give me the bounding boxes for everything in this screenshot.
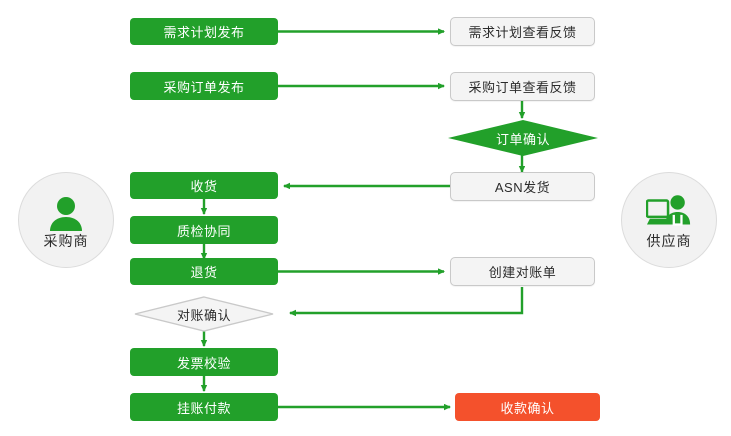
node-label: 收货	[190, 179, 218, 194]
node-demand-plan-publish[interactable]: 需求计划发布	[130, 18, 278, 45]
actor-supplier-label: 供应商	[646, 233, 692, 249]
node-asn-ship[interactable]: ASN发货	[450, 172, 595, 201]
actor-buyer[interactable]: 采购商	[18, 172, 114, 268]
node-label: 挂账付款	[176, 400, 231, 416]
node-invoice-verify[interactable]: 发票校验	[130, 348, 278, 376]
node-label: 采购订单查看反馈	[468, 80, 577, 95]
node-receipt-confirm[interactable]: 收款确认	[455, 393, 600, 421]
diamond-shape	[134, 296, 274, 332]
node-receive-goods[interactable]: 收货	[130, 172, 278, 199]
node-label: 采购订单发布	[163, 79, 245, 95]
node-statement-confirm[interactable]: 对账确认	[134, 296, 274, 332]
node-label: 创建对账单	[488, 265, 557, 280]
node-label: 发票校验	[176, 355, 231, 371]
node-return-goods[interactable]: 退货	[130, 258, 278, 285]
node-payment-posting[interactable]: 挂账付款	[130, 393, 278, 421]
node-create-statement[interactable]: 创建对账单	[450, 257, 595, 286]
node-po-publish[interactable]: 采购订单发布	[130, 72, 278, 100]
node-label: 收款确认	[500, 400, 555, 416]
node-order-confirm[interactable]: 订单确认	[448, 120, 598, 156]
node-label: ASN发货	[494, 180, 551, 195]
actor-supplier[interactable]: 供应商	[621, 172, 717, 268]
node-label: 需求计划发布	[163, 25, 245, 40]
node-label: 需求计划查看反馈	[468, 25, 577, 40]
node-label: 订单确认	[495, 131, 550, 147]
node-demand-plan-feedback[interactable]: 需求计划查看反馈	[450, 17, 595, 46]
person-icon	[43, 192, 89, 232]
edge-statement-to-confirm	[289, 287, 524, 317]
node-label: 对账确认	[176, 307, 231, 323]
node-label: 退货	[190, 265, 218, 280]
node-po-feedback[interactable]: 采购订单查看反馈	[450, 72, 595, 101]
person-computer-icon	[646, 192, 692, 232]
node-quality-collaboration[interactable]: 质检协同	[130, 216, 278, 244]
node-label: 质检协同	[176, 223, 231, 239]
diamond-shape	[448, 120, 598, 156]
actor-buyer-label: 采购商	[43, 233, 89, 249]
